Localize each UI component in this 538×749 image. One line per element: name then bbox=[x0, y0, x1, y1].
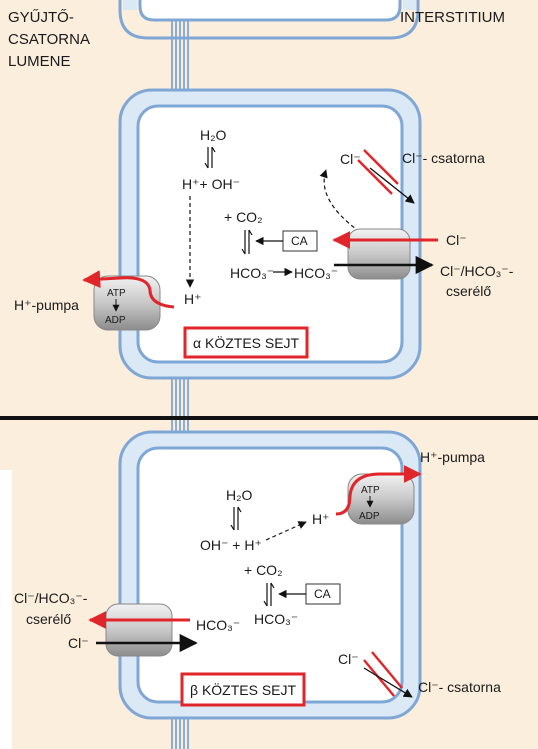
beta-pump-arrow bbox=[335, 465, 422, 516]
alpha-pump-label: H⁺-pumpa bbox=[14, 297, 79, 313]
interstitium-label: INTERSTITIUM bbox=[400, 9, 505, 26]
alpha-hco3-right: HCO₃⁻ bbox=[294, 265, 338, 281]
alpha-exchanger bbox=[347, 228, 411, 280]
beta-equilibrium-arrow-1 bbox=[230, 506, 242, 531]
alpha-h-plus: H⁺ bbox=[184, 291, 202, 307]
beta-cl-channel-in: Cl⁻ bbox=[338, 651, 359, 667]
beta-exchanger bbox=[105, 603, 173, 657]
beta-equilibrium-arrow-2 bbox=[263, 582, 275, 607]
alpha-pump-arrow bbox=[82, 270, 175, 309]
beta-ca-label: CA bbox=[314, 587, 331, 601]
alpha-ca-label: CA bbox=[291, 234, 308, 248]
alpha-co2: + CO₂ bbox=[224, 209, 263, 225]
lumen-label-line3: LUMENE bbox=[8, 53, 71, 70]
alpha-adp: ADP bbox=[105, 315, 126, 326]
beta-pump-label: H⁺-pumpa bbox=[420, 449, 485, 465]
alpha-cl-channel-label: Cl⁻- csatorna bbox=[402, 150, 485, 166]
beta-cl-channel-label: Cl⁻- csatorna bbox=[418, 679, 501, 695]
beta-hco3-2: HCO₃⁻ bbox=[254, 611, 298, 627]
beta-h-plus: H⁺ bbox=[312, 511, 330, 527]
lumen-label-line1: GYŰJTŐ- bbox=[8, 9, 74, 26]
beta-exchanger-label-1: Cl⁻/HCO₃⁻- bbox=[14, 590, 88, 606]
alpha-atp: ATP bbox=[107, 288, 126, 299]
alpha-exchanger-label-2: cserélő bbox=[446, 283, 491, 299]
beta-title-box bbox=[180, 672, 306, 707]
beta-co2: + CO₂ bbox=[244, 562, 283, 578]
alpha-h2o: H₂O bbox=[200, 127, 227, 143]
alpha-cl-dashed-arrow bbox=[319, 169, 361, 233]
alpha-h-oh: H⁺+ OH⁻ bbox=[182, 176, 240, 192]
alpha-pump bbox=[93, 275, 161, 331]
blank-region bbox=[0, 470, 12, 749]
alpha-cell bbox=[118, 88, 422, 380]
alpha-hco3-left: HCO₃⁻ bbox=[230, 265, 274, 281]
alpha-equilibrium-arrow-2 bbox=[241, 229, 253, 255]
top-partial-cell bbox=[118, 0, 420, 40]
beta-atp: ATP bbox=[361, 485, 380, 496]
beta-hco3-1: HCO₃⁻ bbox=[196, 617, 240, 633]
beta-adp: ADP bbox=[359, 511, 380, 522]
alpha-title: α KÖZTES SEJT bbox=[193, 334, 300, 351]
alpha-title-box bbox=[183, 326, 309, 359]
beta-cl-lumen: Cl⁻ bbox=[68, 635, 89, 651]
alpha-equilibrium-arrow-1 bbox=[204, 146, 216, 169]
alpha-cl-channel bbox=[357, 149, 415, 204]
alpha-cl-inside: Cl⁻ bbox=[340, 151, 361, 167]
beta-h-dashed-arrow bbox=[265, 521, 307, 541]
lumen-label-line2: CSATORNA bbox=[8, 31, 90, 48]
beta-oh-h: OH⁻ + H⁺ bbox=[200, 537, 262, 553]
alpha-exchanger-label-1: Cl⁻/HCO₃⁻- bbox=[440, 263, 514, 279]
beta-h2o: H₂O bbox=[226, 487, 253, 503]
beta-exchanger-label-2: cserélő bbox=[26, 611, 71, 627]
alpha-cl-exchanger-label: Cl⁻ bbox=[446, 232, 467, 248]
beta-cl-channel bbox=[363, 651, 413, 698]
beta-title: β KÖZTES SEJT bbox=[190, 681, 297, 698]
